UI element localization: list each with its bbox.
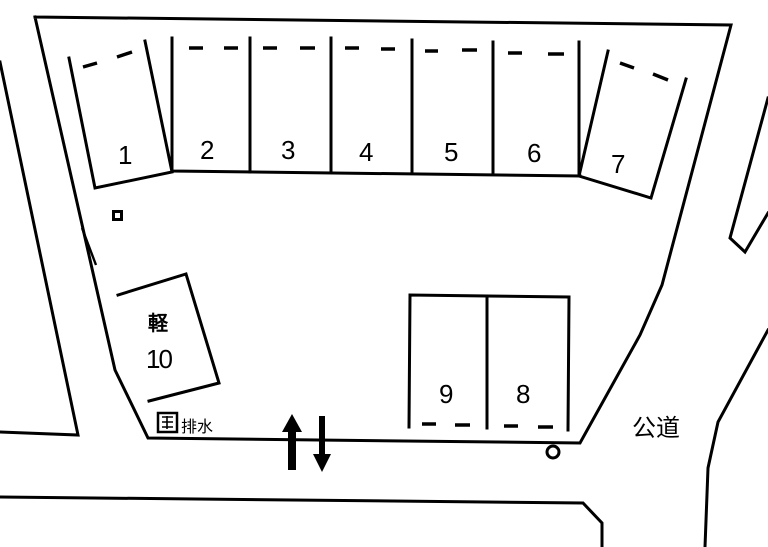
parking-row-top bbox=[170, 36, 582, 178]
parking-space-1[interactable] bbox=[67, 39, 174, 190]
meter-box-icon bbox=[112, 210, 123, 221]
left-road-edge bbox=[0, 60, 80, 437]
bottom-road-edge bbox=[0, 495, 604, 547]
manhole-icon bbox=[545, 444, 561, 460]
right-road-edge-lower bbox=[703, 327, 768, 547]
space-label-6: 6 bbox=[527, 138, 542, 168]
parking-space-10[interactable] bbox=[116, 272, 221, 403]
space-label-2: 2 bbox=[200, 135, 215, 165]
space-label-8: 8 bbox=[516, 379, 531, 409]
parking-space-6[interactable] bbox=[508, 51, 564, 56]
parking-space-8[interactable] bbox=[485, 294, 571, 432]
space-label-1: 1 bbox=[118, 140, 133, 170]
space-label-10: 10 bbox=[146, 344, 173, 374]
space-label-5: 5 bbox=[444, 137, 459, 167]
public-road-label: 公道 bbox=[632, 414, 680, 442]
space-label-9: 9 bbox=[439, 379, 454, 409]
parking-space-5[interactable] bbox=[425, 48, 477, 53]
parking-space-4[interactable] bbox=[345, 46, 395, 51]
left-wall-hatch bbox=[80, 227, 98, 266]
space-label-3: 3 bbox=[281, 135, 296, 165]
right-road-edge-upper bbox=[728, 96, 768, 255]
lot-boundary bbox=[33, 15, 733, 445]
drain-box-icon bbox=[156, 411, 179, 434]
space-label-7: 7 bbox=[611, 149, 626, 179]
drain-label: 排水 bbox=[181, 417, 214, 436]
space-label-4: 4 bbox=[359, 137, 374, 167]
parking-space-7[interactable] bbox=[577, 49, 688, 200]
two-way-arrows-icon bbox=[282, 414, 331, 472]
parking-space-9[interactable] bbox=[407, 293, 489, 430]
space-type-label-10: 軽 bbox=[148, 311, 168, 335]
